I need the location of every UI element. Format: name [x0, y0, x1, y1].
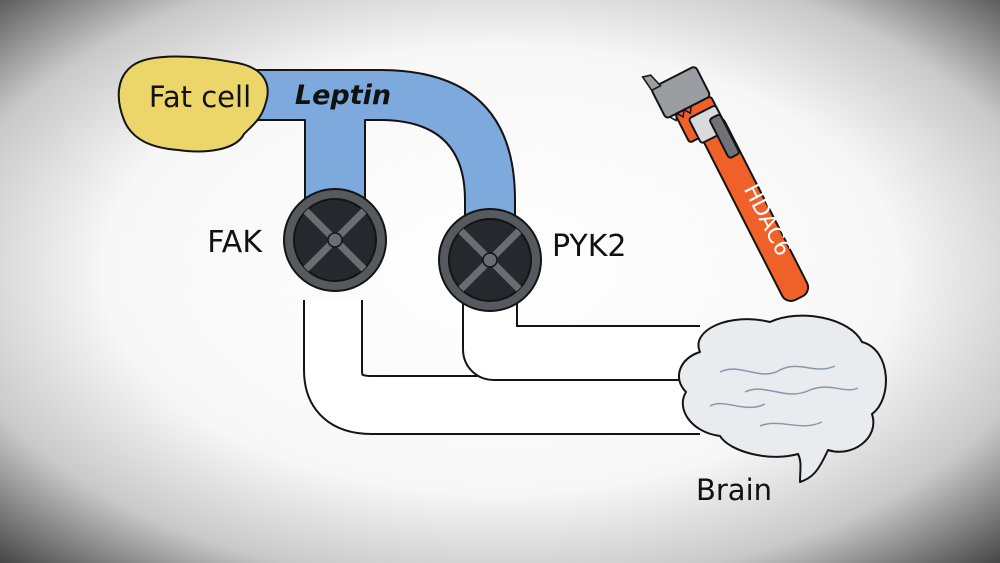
valve-left-label: FAK [207, 225, 263, 260]
wrench-icon: HDAC6 [641, 66, 810, 302]
fat-cell-label: Fat cell [149, 80, 251, 114]
brain-icon [678, 314, 887, 483]
valve-right-label: PYK2 [552, 229, 627, 264]
valve-icon [283, 188, 387, 292]
fat-cell [117, 55, 269, 153]
valve-icon [438, 208, 542, 312]
brain-label: Brain [696, 473, 772, 507]
white-pipes [303, 290, 700, 435]
leptin-label: Leptin [295, 80, 391, 111]
